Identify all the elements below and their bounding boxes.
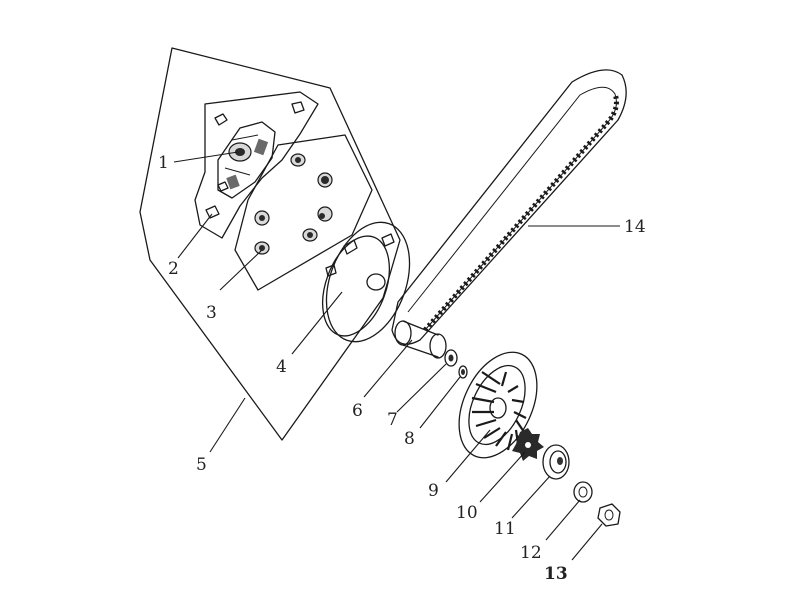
assembly-outline-5 [139,47,401,441]
pinion-part [512,428,544,461]
drive-face-part [322,221,411,343]
callout-11: 11 [494,519,516,539]
callout-9: 9 [428,481,439,501]
collar-part [394,320,447,359]
callout-8: 8 [404,429,415,449]
callout-3: 3 [206,303,217,323]
washer-part [444,349,458,367]
callout-4: 4 [276,357,287,377]
callout-5: 5 [196,455,207,475]
assembly-outline-2 [194,91,319,239]
slider-parts [205,101,305,219]
leader-lines [173,151,620,561]
ring-part [458,365,468,379]
callout-1: 1 [158,153,169,173]
callout-10: 10 [456,503,478,523]
callout-2: 2 [168,259,179,279]
callout-labels: 1 2 3 4 5 6 7 8 9 10 11 12 13 14 [158,153,646,584]
callout-14: 14 [624,217,646,237]
gear-part [542,444,570,480]
spacer-part [573,481,593,503]
belt-teeth [423,93,619,332]
ramp-plate-part [217,121,276,199]
callout-7: 7 [387,410,398,430]
callout-12: 12 [520,543,542,563]
callout-6: 6 [352,401,363,421]
drive-belt-part [391,69,627,345]
assembly-outline-3 [234,134,373,291]
nut-part [597,503,621,527]
callout-13: 13 [544,564,568,584]
roller-parts [254,153,333,255]
